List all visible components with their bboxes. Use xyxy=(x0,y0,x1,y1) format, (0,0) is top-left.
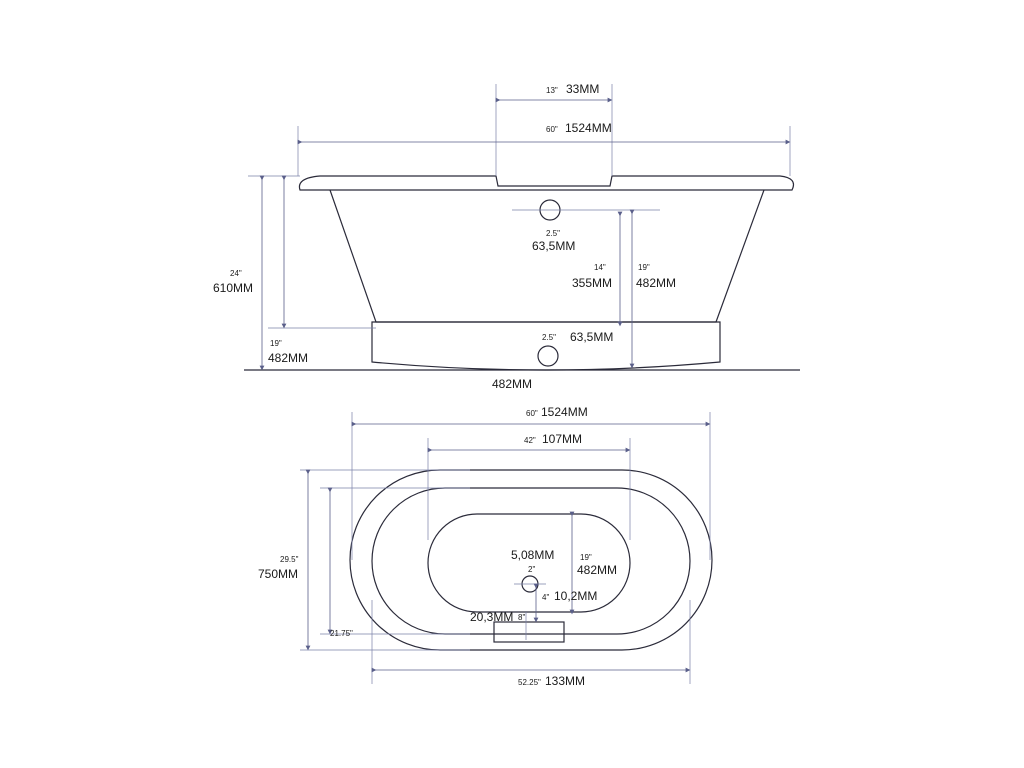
drain-channel xyxy=(493,621,565,643)
tub-rim xyxy=(298,175,795,191)
tub-inner-rim xyxy=(371,487,691,635)
height-mm: 610MM xyxy=(213,281,253,295)
floor-drain-icon xyxy=(537,345,559,367)
top-drain-in: 2" xyxy=(528,565,535,574)
top-width-in: 29.5" xyxy=(280,555,299,564)
dim-top-small-in: 13" xyxy=(546,86,558,95)
depth-mm: 482MM xyxy=(636,276,676,290)
side-view: 13" 33MM 60" 1524MM 2.5" 63,5MM 14" 355M… xyxy=(213,82,800,391)
top-drain-side-mm: 20,3MM xyxy=(470,610,513,624)
top-length-in: 60" xyxy=(526,409,538,418)
top-drain-mm: 5,08MM xyxy=(511,548,554,562)
base-width-mm: 482MM xyxy=(492,377,532,391)
top-length-mm: 1524MM xyxy=(541,405,588,419)
base-height-mm: 482MM xyxy=(268,351,308,365)
depth-in: 19" xyxy=(638,263,650,272)
dim-length-mm: 1524MM xyxy=(565,121,612,135)
top-drain-offset-in: 4" xyxy=(542,593,549,602)
top-base-length-in: 52.25" xyxy=(518,678,541,687)
height-in: 24" xyxy=(230,269,242,278)
base-height-in: 19" xyxy=(270,339,282,348)
dim-top-small-mm: 33MM xyxy=(566,82,599,96)
dim-length-in: 60" xyxy=(546,125,558,134)
top-inner-width-in: 21.75" xyxy=(330,629,353,638)
inner-depth-in: 14" xyxy=(594,263,606,272)
drain-lower-mm: 63,5MM xyxy=(570,330,613,344)
drain-upper-in: 2.5" xyxy=(546,229,560,238)
top-inner-length-mm: 107MM xyxy=(542,432,582,446)
top-basin-width-in: 19" xyxy=(580,553,592,562)
tub-basin xyxy=(427,513,631,613)
inner-depth-mm: 355MM xyxy=(572,276,612,290)
top-basin-width-mm: 482MM xyxy=(577,563,617,577)
drain-upper-mm: 63,5MM xyxy=(532,239,575,253)
top-inner-length-in: 42" xyxy=(524,436,536,445)
top-view: 60" 1524MM 42" 107MM 29.5" 750MM 21.75" … xyxy=(258,405,713,688)
top-base-length-mm: 133MM xyxy=(545,674,585,688)
top-width-mm: 750MM xyxy=(258,567,298,581)
top-drain-side-in: 8" xyxy=(518,613,525,622)
drain-lower-in: 2.5" xyxy=(542,333,556,342)
tub-outer-rim xyxy=(349,469,713,651)
top-drain-offset-mm: 10,2MM xyxy=(554,589,597,603)
